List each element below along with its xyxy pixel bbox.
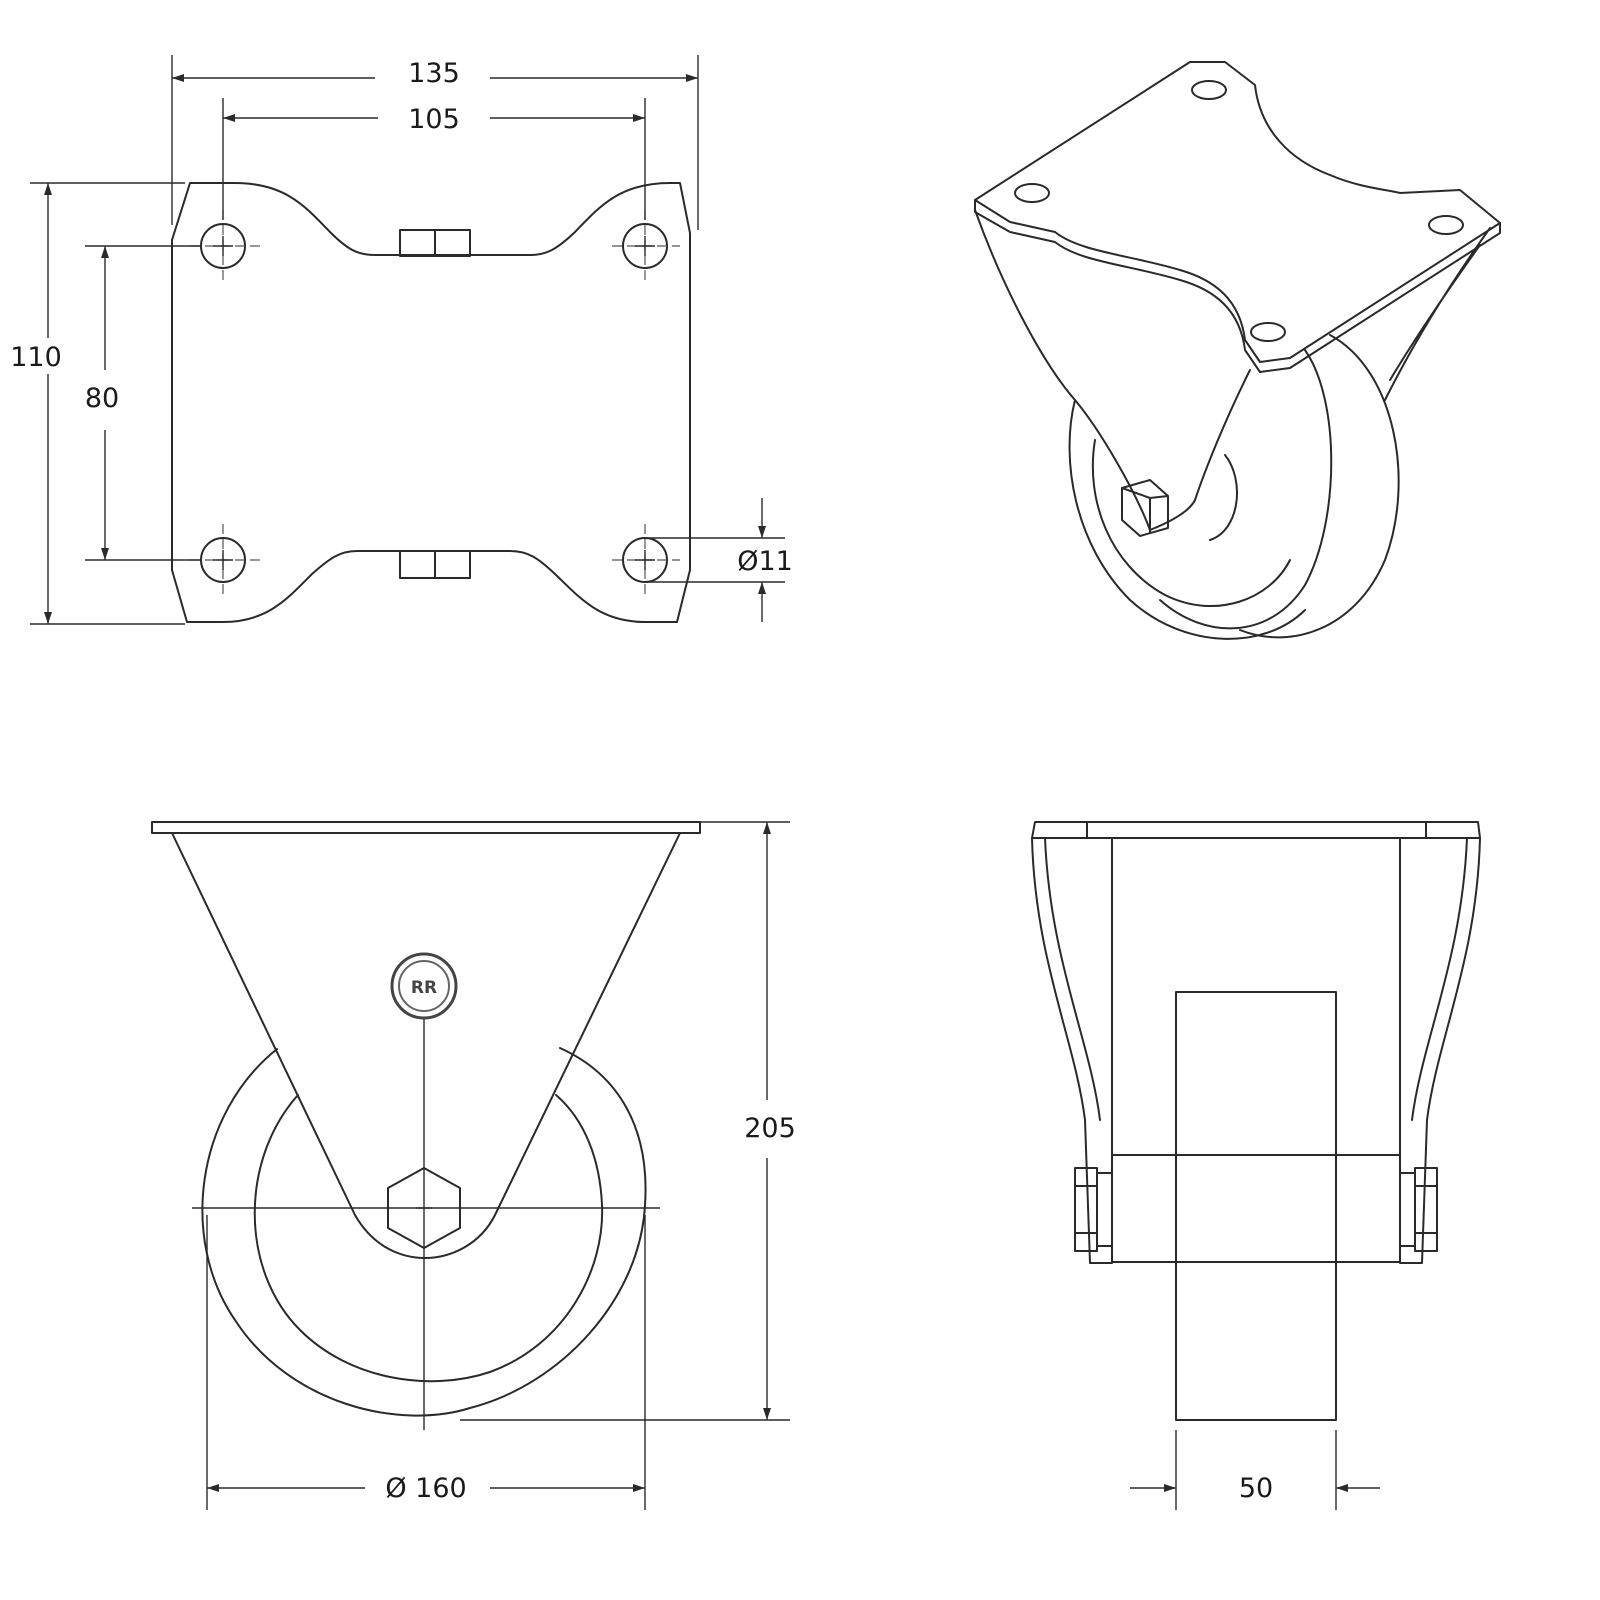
dim-wheel-diameter-label: Ø 160	[385, 1473, 466, 1504]
mounting-hole-bottom-left	[190, 524, 260, 596]
side-view: RR	[151, 821, 701, 1430]
dim-overall-height-label: 205	[744, 1113, 796, 1144]
front-view-nut-right	[1399, 1167, 1438, 1252]
brand-logo: RR	[390, 952, 458, 1020]
top-view-plate	[171, 182, 691, 623]
isometric-hole-1	[1191, 80, 1227, 100]
isometric-hole-3	[1428, 215, 1464, 235]
dim-hole-spacing-length-label: 80	[85, 383, 119, 414]
dimension-overall-height: 205	[460, 821, 796, 1421]
isometric-view	[974, 61, 1501, 640]
isometric-top-plate	[974, 61, 1501, 363]
dim-hole-diameter-label: Ø11	[737, 546, 793, 577]
side-view-plate	[151, 821, 701, 834]
isometric-hole-4	[1250, 322, 1286, 342]
mounting-hole-top-left	[190, 210, 260, 282]
dimension-overall-length: 110	[10, 182, 185, 625]
dim-wheel-width-label: 50	[1239, 1473, 1273, 1504]
front-view-axle	[1111, 1154, 1401, 1263]
dim-overall-width-label: 135	[408, 58, 460, 89]
front-view-nut-left	[1074, 1167, 1113, 1252]
brand-logo-text: RR	[411, 978, 437, 998]
dimension-hole-diameter: Ø11	[645, 498, 793, 622]
side-view-wheel-outer	[201, 1047, 647, 1417]
dimension-hole-spacing-width: 105	[222, 98, 646, 220]
isometric-hole-2	[1014, 183, 1050, 203]
front-view-wheel	[1175, 991, 1337, 1421]
isometric-axle-nut	[1121, 479, 1169, 537]
front-view-plate	[1031, 821, 1481, 839]
side-view-wheel-rim	[253, 1094, 604, 1383]
dimension-overall-width: 135	[171, 55, 699, 230]
dim-hole-spacing-width-label: 105	[408, 104, 460, 135]
dimension-hole-spacing-length: 80	[85, 245, 200, 561]
dimension-wheel-width: 50	[1130, 1430, 1380, 1510]
mounting-hole-bottom-right	[612, 524, 680, 596]
front-view	[1031, 821, 1481, 1421]
dim-overall-length-label: 110	[10, 342, 62, 373]
plate-outline	[171, 182, 691, 623]
side-view-fork	[171, 832, 681, 1259]
mounting-hole-top-right	[612, 210, 680, 282]
dimension-wheel-diameter: Ø 160	[206, 1215, 646, 1510]
